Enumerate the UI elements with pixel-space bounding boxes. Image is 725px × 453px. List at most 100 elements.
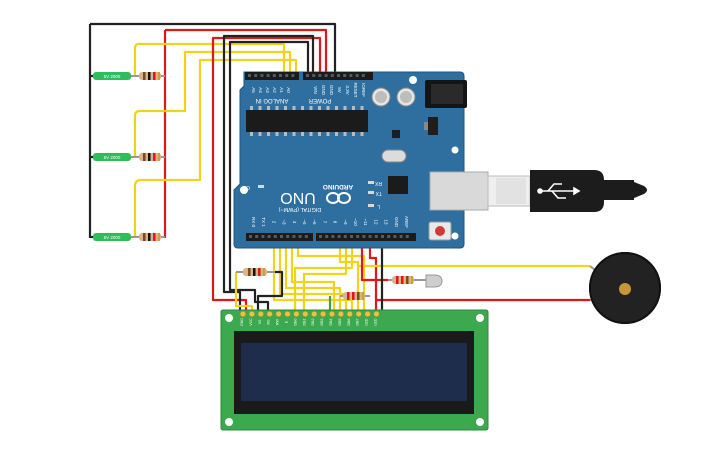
lcd-pin-label: RS [267,319,271,325]
digital-pin-label: 4 [292,221,297,224]
header-pin [255,235,259,238]
header-pin [285,74,289,77]
flex-sensor [93,153,131,161]
header-pin [362,235,366,238]
header-pin [319,235,322,238]
lcd-screen [241,343,467,401]
digital-pin-label: ~11 [363,218,368,226]
header-pin [306,74,309,77]
tx-led-label: TX [375,190,382,196]
digital-pin-label: TX 1 [261,217,266,227]
header-pin [304,235,308,238]
header-pin [381,235,384,238]
lcd-pin-label: RW [276,318,280,325]
wire-red-led [360,240,388,282]
header-pin [267,235,271,238]
usb-chip [388,176,408,194]
lcd-pin-label: DB7 [356,319,360,326]
arduino-logo-text: ARDUINO [323,183,353,190]
analog-pin-label: A5 [251,87,256,93]
digital-pin-label: 12 [373,219,378,225]
lcd-pins [239,310,380,318]
header-pin [325,235,329,238]
digital-pin-label: 13 [384,219,389,225]
header-pin [393,235,397,238]
header-pin [260,74,264,77]
led [425,274,443,288]
header-pin [330,74,334,77]
lcd-pin-label: DB1 [302,319,306,326]
digital-pin-label: ~3 [282,219,287,225]
lcd-pin [364,310,371,318]
wire-yellow-a0 [133,42,286,78]
lcd-pin [257,310,264,318]
led-with-resistor [388,274,443,288]
lcd-pin-label: DB6 [347,319,351,326]
header-pin [405,235,409,238]
arduino-logo: ARDUINO [323,183,353,204]
flex-sensor-assembly: 5V 2000 [93,72,165,80]
digital-pin-label: ~6 [312,219,317,225]
digital-header-label: DIGITAL (PWM~) [279,206,322,212]
lcd-pin-label: DB2 [311,319,315,326]
wire-yellow-rs [293,240,354,311]
header-pin [266,74,270,77]
lcd-pin [302,310,309,318]
backlight-resistor [340,292,370,300]
lcd-pin [248,310,255,318]
digital-pin-label: 8 [333,221,338,224]
header-pin [298,235,302,238]
lcd-pin-label: DB4 [329,319,333,326]
header-pin [312,74,316,77]
lcd-pin [239,310,247,318]
lcd-pin [320,310,327,318]
header-pin [368,235,372,238]
lcd-pin-label: GND [240,318,244,326]
voltage-regulator [428,117,438,135]
lcd-pin-label: VCC [249,318,253,326]
header-pin [331,235,335,238]
wire-yellow-a2 [133,58,298,237]
lcd-pin [328,310,336,318]
header-pin [292,235,296,238]
lcd-pin [275,310,282,318]
header-pin [343,74,347,77]
header-pin [356,235,360,238]
lcd-pin [373,310,380,318]
power-pin-label: GND [321,85,326,96]
header-pin [261,235,265,238]
analog-pin-label: A0 [286,87,291,93]
wires [88,22,590,311]
lcd-pin-label: LED [374,318,378,325]
digital-pin-label: ~10 [353,218,358,226]
lcd-pin-label: DB5 [338,319,342,326]
header-pin [324,74,328,77]
usb-icon [537,183,581,199]
power-pin-label: 5V [337,87,342,93]
flex-sensor-assembly: 5V 2000 [93,153,165,161]
power-pin-label: GND [329,85,334,96]
digital-pin-label: ~9 [343,219,348,225]
digital-pin-label: GND [394,217,399,228]
header-pin [286,235,290,238]
crystal-oscillator [381,149,407,163]
lcd-pin [293,310,300,318]
digital-pin-label: 2 [271,221,276,224]
analog-pin-label: A1 [279,87,284,93]
header-pin [279,74,282,77]
header-pin [355,74,359,77]
wire-yellow-db4 [290,240,336,311]
header-pins [248,74,409,238]
power-pin-label: RESET [353,82,358,97]
lcd-pin [266,310,273,318]
analog-pin-label: A4 [258,87,263,93]
lcd-pin-label: V0 [258,320,262,324]
analog-pin-label: A3 [265,87,270,93]
header-pin [374,235,378,238]
analog-header [245,72,299,80]
